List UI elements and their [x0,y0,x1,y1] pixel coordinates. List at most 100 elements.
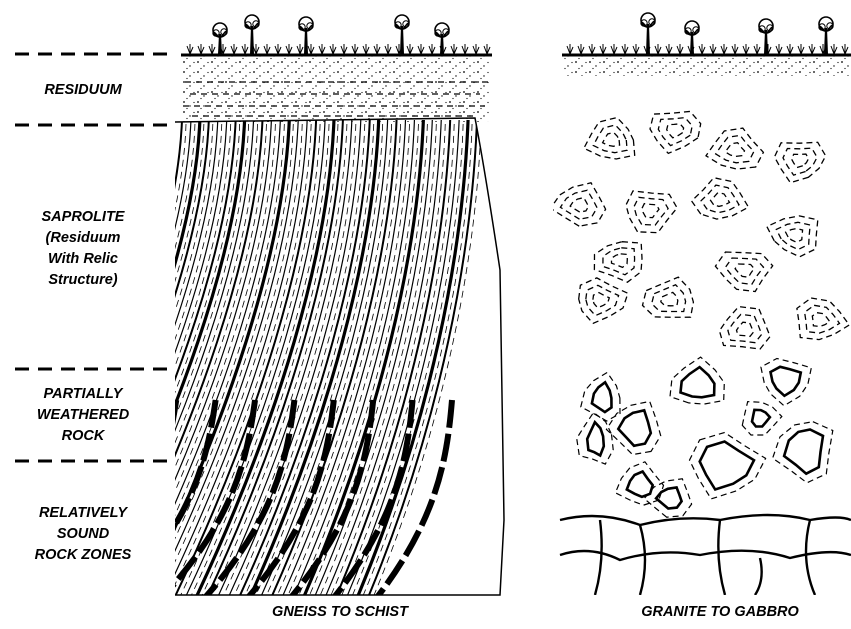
grass-tuft [242,44,248,54]
grass-tuft [209,44,215,54]
relic-ring [652,285,686,312]
relic-ring [593,125,627,153]
relic-ring [728,314,762,342]
corestone [618,410,651,446]
grass-tuft [429,44,435,54]
relic-ring [767,216,818,257]
grass-tuft [655,44,661,54]
relic-ring [716,135,754,162]
relic-ring [593,293,609,308]
grass-tuft [721,44,727,54]
weathered-halo [577,412,614,464]
grass-tuft [308,44,314,54]
grass-tuft [699,44,705,54]
relic-ring [783,148,817,175]
sound-rock-label-line-2: SOUND [8,524,158,545]
corestone [784,430,823,474]
sound-rock-label-line-1: RELATIVELY [8,503,158,524]
partially-weathered-label-line-3: ROCK [8,426,158,447]
grass-tuft [743,44,749,54]
relic-ring [634,197,668,225]
relic-ring [711,193,730,207]
right-caption: GRANITE TO GABBRO [610,604,830,620]
grass-tuft [677,44,683,54]
grass-tuft [374,44,380,54]
tree-icon [641,13,655,54]
grass-tuft [198,44,204,54]
relic-ring [584,118,635,160]
sound-rock-label-line-3: ROCK ZONES [8,545,158,566]
relic-ring [626,191,677,233]
fracture-line [595,520,602,595]
relic-ring [603,248,635,275]
left-vegetation [187,15,490,54]
tree-icon [759,19,773,54]
grass-tuft [231,44,237,54]
grass-tuft [275,44,281,54]
corestone [587,422,604,455]
grass-tuft [451,44,457,54]
grass-tuft [330,44,336,54]
relic-ring [643,277,694,317]
grass-tuft [776,44,782,54]
weathered-halo [581,373,620,422]
corestone-pattern [551,111,851,595]
relic-ring [737,322,754,336]
grass-tuft [567,44,573,54]
relic-ring [812,313,830,327]
partially-weathered-label: PARTIALLY WEATHERED ROCK [8,384,158,447]
grass-tuft [787,44,793,54]
grass-tuft [264,44,270,54]
tree-icon [685,21,699,54]
partially-weathered-label-line-1: PARTIALLY [8,384,158,405]
relic-ring [725,258,763,284]
relic-ring [661,292,678,305]
corestone [592,382,612,412]
grass-tuft [352,44,358,54]
relic-ring [594,242,642,283]
saprolite-label: SAPROLITE (Residuum With Relic Structure… [8,207,158,291]
corestone [700,442,754,490]
relic-ring [603,133,620,147]
relic-ring [725,143,744,157]
relic-ring [797,298,849,340]
grass-tuft [809,44,815,54]
grass-tuft [732,44,738,54]
relic-ring [642,204,659,218]
foliation-line [163,120,308,600]
saprolite-label-line-3: With Relic [8,249,158,270]
sound-rock-label: RELATIVELY SOUND ROCK ZONES [8,503,158,566]
fracture-line [718,520,725,595]
grass-tuft [484,44,490,54]
tree-icon [245,15,259,54]
foliation-line [324,120,441,600]
grass-tuft [407,44,413,54]
corestone [752,410,770,427]
left-residuum-layer [181,56,491,122]
corestone [681,367,715,397]
fracture-line [806,520,815,595]
corestone [771,367,801,396]
right-vegetation [567,13,848,54]
foliation-line [141,120,289,600]
grass-tuft [754,44,760,54]
grass-tuft [286,44,292,54]
saprolite-label-line-4: Structure) [8,270,158,291]
foliation-dash [350,124,463,600]
relic-ring [612,254,628,268]
partially-weathered-label-line-2: WEATHERED [8,405,158,426]
grass-tuft [462,44,468,54]
relic-ring [551,183,606,226]
saprolite-label-line-2: (Residuum [8,228,158,249]
relic-ring [786,229,803,243]
grass-tuft [622,44,628,54]
grass-tuft [341,44,347,54]
granite-gabbro-profile [551,13,851,595]
grass-tuft [418,44,424,54]
relic-ring [586,285,619,315]
grass-tuft [319,44,325,54]
residuum-label: RESIDUUM [8,80,158,101]
left-caption: GNEISS TO SCHIST [230,604,450,620]
relic-ring [658,118,692,146]
corestone [627,472,653,497]
